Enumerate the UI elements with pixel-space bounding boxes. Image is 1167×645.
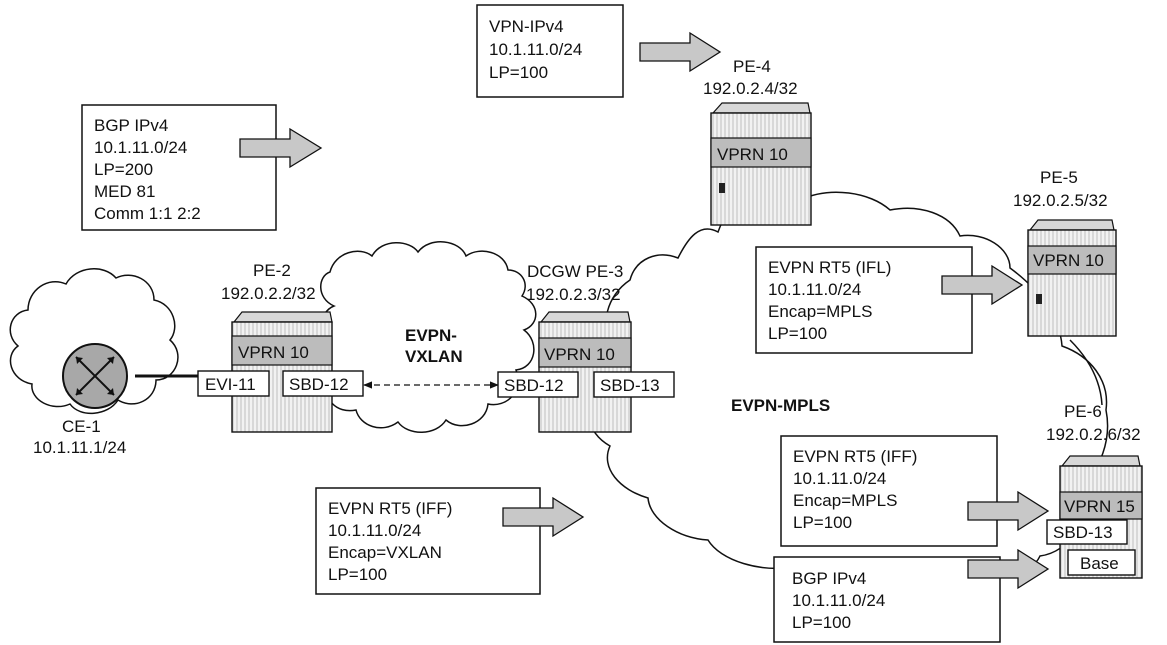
evpn-rt5-ifl-line-3: Encap=MPLS [768,302,872,321]
ce1-router-icon [62,343,128,409]
bgp-ipv4-bottom-line-2: 10.1.11.0/24 [792,591,885,610]
bgp-ipv4-bottom-line-3: LP=100 [792,613,851,632]
bgp-ipv4-top-line-2: 10.1.11.0/24 [94,138,187,157]
evpn-rt5-iff-vxlan-line-2: 10.1.11.0/24 [328,521,421,540]
ce1-name: CE-1 [62,417,101,436]
pe3-sbd13-label: SBD-13 [600,376,660,395]
bgp-ipv4-top-arrow [239,127,323,169]
evpn-rt5-iff-vxlan-line-1: EVPN RT5 (IFF) [328,499,452,518]
bgp-ipv4-top-line-5: Comm 1:1 2:2 [94,204,201,223]
pe5-name: PE-5 [1040,168,1078,187]
bgp-ipv4-route-box-bottom [773,556,1001,643]
evpn-rt5-iff-vxlan-line-3: Encap=VXLAN [328,543,442,562]
vpn-ipv4-line-2: 10.1.11.0/24 [489,40,582,59]
pe5-vprn-label: VPRN 10 [1033,251,1104,270]
evpn-rt5-ifl-line-4: LP=100 [768,324,827,343]
pe6-vprn-label: VPRN 15 [1064,497,1135,516]
evpn-rt5-iff-mpls-line-2: 10.1.11.0/24 [793,469,886,488]
pe3-name: DCGW PE-3 [527,262,623,281]
evpn-rt5-ifl-line-2: 10.1.11.0/24 [768,280,861,299]
pe6-name: PE-6 [1064,402,1102,421]
pe2-name: PE-2 [253,261,291,280]
pe6-address: 192.0.2.6/32 [1046,425,1141,444]
evpn-rt5-iff-mpls-line-1: EVPN RT5 (IFF) [793,447,917,466]
bgp-ipv4-bottom-arrow [967,548,1050,590]
vpn-ipv4-arrow [639,31,722,73]
evpn-mpls-label: EVPN-MPLS [731,396,830,415]
bgp-ipv4-route-box-top [81,104,277,231]
pe6-sbd13-port [1046,519,1128,545]
evpn-rt5-ifl-line-1: EVPN RT5 (IFL) [768,258,891,277]
evpn-vxlan-label-line1: EVPN- [405,326,457,345]
evpn-rt5-iff-mpls-line-4: LP=100 [793,513,852,532]
vpn-ipv4-line-1: VPN-IPv4 [489,17,564,36]
pe6-base-label: Base [1080,554,1119,573]
pe3-sbd13-port [593,371,675,398]
pe2-evi11-port [197,370,270,397]
pe3-address: 192.0.2.3/32 [526,285,621,304]
bgp-ipv4-top-line-3: LP=200 [94,160,153,179]
evpn-rt5-ifl-route-box [755,246,973,354]
evpn-rt5-iff-vxlan-route-box [315,487,541,595]
evpn-rt5-iff-mpls-line-3: Encap=MPLS [793,491,897,510]
pe2-sbd12-port [282,370,364,397]
evpn-rt5-ifl-arrow [941,264,1024,306]
vpn-ipv4-route-box [476,4,624,98]
pe4-router-icon [710,102,812,226]
pe2-evi11-label: EVI-11 [205,375,256,394]
ce1-address: 10.1.11.1/24 [33,438,126,457]
evpn-rt5-iff-vxlan-line-4: LP=100 [328,565,387,584]
evpn-rt5-iff-mpls-route-box [780,435,998,547]
pe2-vprn-label: VPRN 10 [238,343,309,362]
pe2-sbd12-label: SBD-12 [289,375,349,394]
pe3-vprn-label: VPRN 10 [544,345,615,364]
bgp-ipv4-top-line-1: BGP IPv4 [94,116,168,135]
vpn-ipv4-line-3: LP=100 [489,63,548,82]
pe2-address: 192.0.2.2/32 [221,284,316,303]
pe5-address: 192.0.2.5/32 [1013,191,1108,210]
pe3-sbd12-port [497,371,579,398]
bgp-ipv4-bottom-line-1: BGP IPv4 [792,569,866,588]
pe5-router-icon [1027,219,1117,337]
evpn-vxlan-label-line2: VXLAN [405,347,463,366]
pe3-sbd12-label: SBD-12 [504,376,564,395]
pe4-address: 192.0.2.4/32 [703,79,798,98]
pe6-sbd13-label: SBD-13 [1053,523,1113,542]
evpn-rt5-iff-vxlan-arrow [502,496,585,538]
pe5-pe6-link [1069,339,1103,406]
pe4-name: PE-4 [733,57,771,76]
pe6-base-port [1067,549,1136,576]
evpn-rt5-iff-mpls-arrow [967,490,1050,532]
bgp-ipv4-top-line-4: MED 81 [94,182,155,201]
pe4-vprn-label: VPRN 10 [717,145,788,164]
